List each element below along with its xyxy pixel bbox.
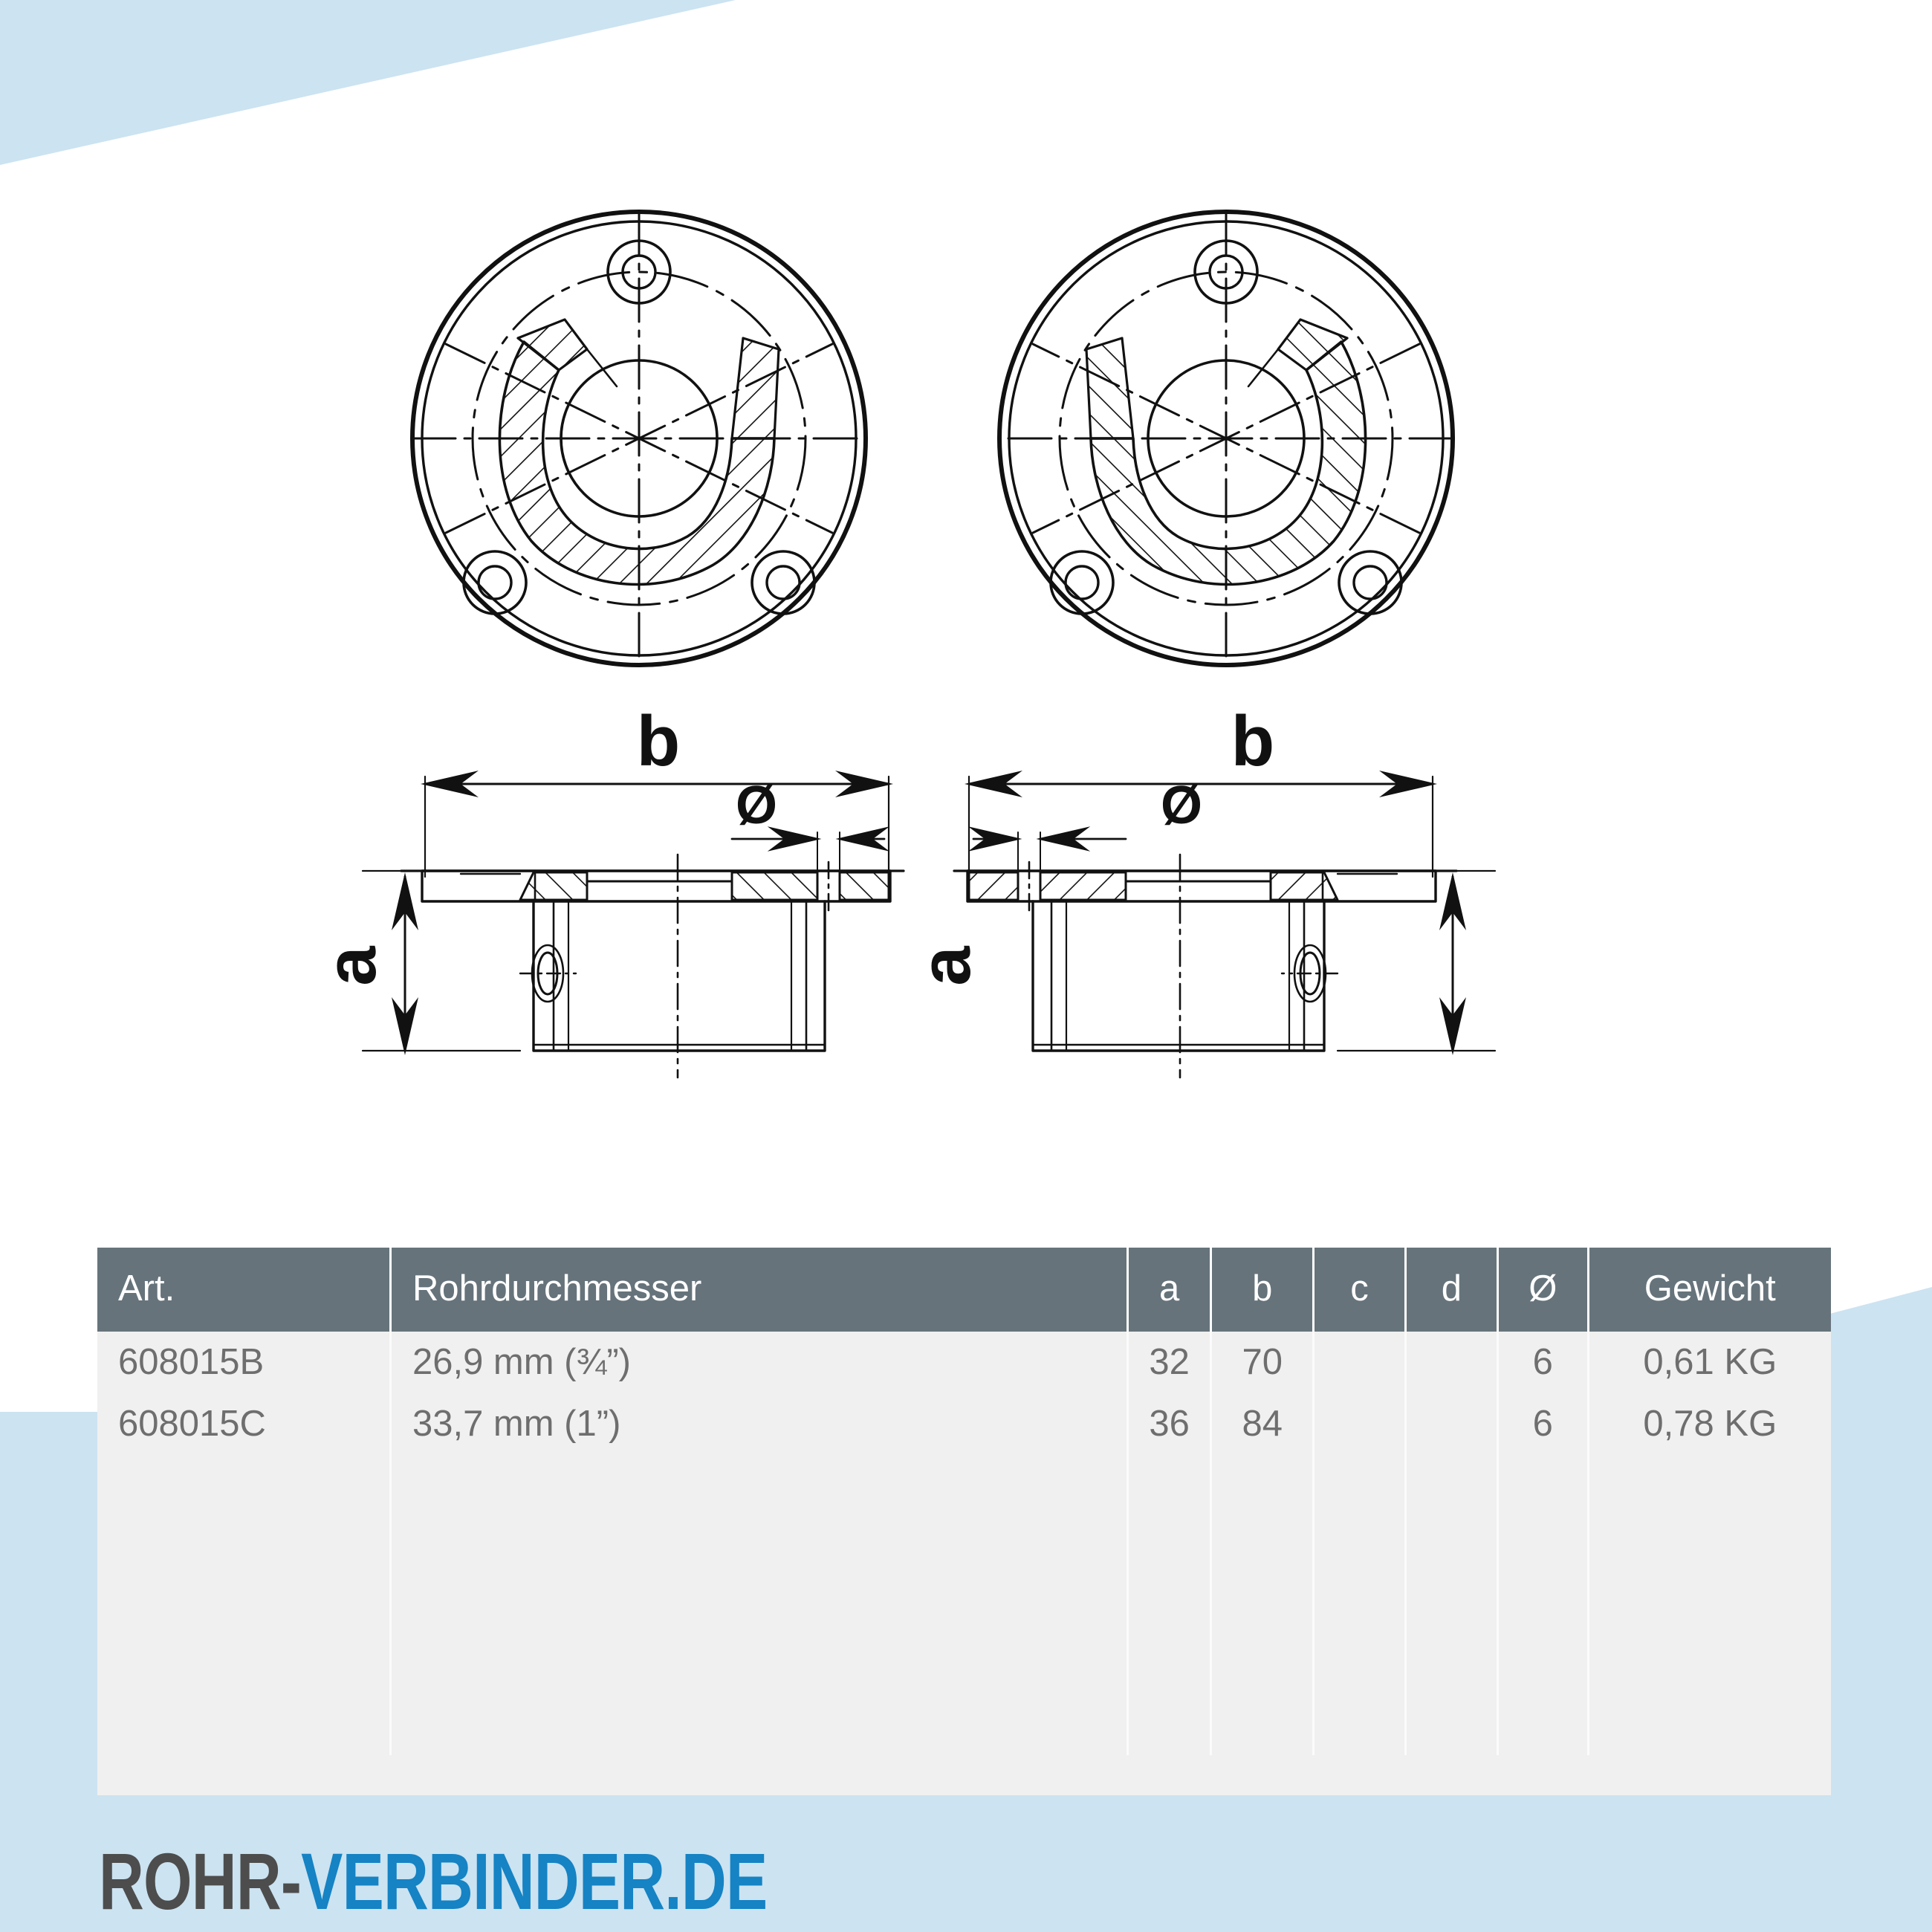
dim-label-a-left: a — [311, 946, 391, 986]
column-header-diameter: Ø — [1497, 1248, 1589, 1332]
cell-b: 84 — [1210, 1393, 1315, 1455]
column-header-art: Art. — [97, 1248, 392, 1332]
dim-label-diameter-right: Ø — [1161, 776, 1202, 835]
table-filler-row — [97, 1455, 1831, 1755]
cell-a: 36 — [1127, 1393, 1213, 1455]
top-view-right — [997, 210, 1455, 667]
dim-label-a-right: a — [906, 946, 985, 986]
site-logo: ROHR-VERBINDER.DE — [99, 1841, 768, 1922]
dim-label-b-right: b — [1231, 701, 1275, 781]
table-row: 608015B 26,9 mm (¾”) 32 70 6 0,61 KG — [97, 1332, 1831, 1393]
dim-label-b-left: b — [637, 701, 681, 781]
technical-drawing-area: b b a a Ø Ø — [311, 210, 1497, 1079]
technical-drawing-svg: b b a a Ø Ø — [311, 210, 1497, 1079]
cell-d — [1405, 1393, 1499, 1455]
section-view-left — [361, 771, 905, 1079]
specification-table-container: Art. Rohrdurchmesser a b c d Ø Gewicht 6… — [97, 1248, 1831, 1795]
cell-diameter: 6 — [1497, 1393, 1589, 1455]
cell-rohrdurchmesser: 26,9 mm (¾”) — [390, 1332, 1129, 1393]
logo-text-secondary: VERBINDER.DE — [301, 1836, 768, 1926]
specification-table: Art. Rohrdurchmesser a b c d Ø Gewicht 6… — [97, 1248, 1831, 1755]
column-header-b: b — [1210, 1248, 1315, 1332]
column-header-d: d — [1405, 1248, 1499, 1332]
cell-c — [1313, 1393, 1407, 1455]
cell-gewicht: 0,78 KG — [1588, 1393, 1831, 1455]
cell-c — [1313, 1332, 1407, 1393]
bolt-hole-lower-right — [751, 550, 816, 615]
cell-diameter: 6 — [1497, 1332, 1589, 1393]
cell-a: 32 — [1127, 1332, 1213, 1393]
cell-art: 608015B — [97, 1332, 392, 1393]
dim-label-diameter-left: Ø — [736, 776, 777, 835]
column-header-rohrdurchmesser: Rohrdurchmesser — [390, 1248, 1129, 1332]
top-view-left — [410, 210, 868, 667]
logo-text-primary: ROHR- — [99, 1836, 302, 1926]
section-view-right — [953, 771, 1497, 1079]
column-header-a: a — [1127, 1248, 1213, 1332]
cell-b: 70 — [1210, 1332, 1315, 1393]
bolt-hole-lower-left — [462, 550, 528, 615]
table-row: 608015C 33,7 mm (1”) 36 84 6 0,78 KG — [97, 1393, 1831, 1455]
cell-art: 608015C — [97, 1393, 392, 1455]
cell-d — [1405, 1332, 1499, 1393]
cell-gewicht: 0,61 KG — [1588, 1332, 1831, 1393]
table-header-row: Art. Rohrdurchmesser a b c d Ø Gewicht — [97, 1248, 1831, 1332]
column-header-c: c — [1313, 1248, 1407, 1332]
column-header-gewicht: Gewicht — [1588, 1248, 1831, 1332]
cell-rohrdurchmesser: 33,7 mm (1”) — [390, 1393, 1129, 1455]
